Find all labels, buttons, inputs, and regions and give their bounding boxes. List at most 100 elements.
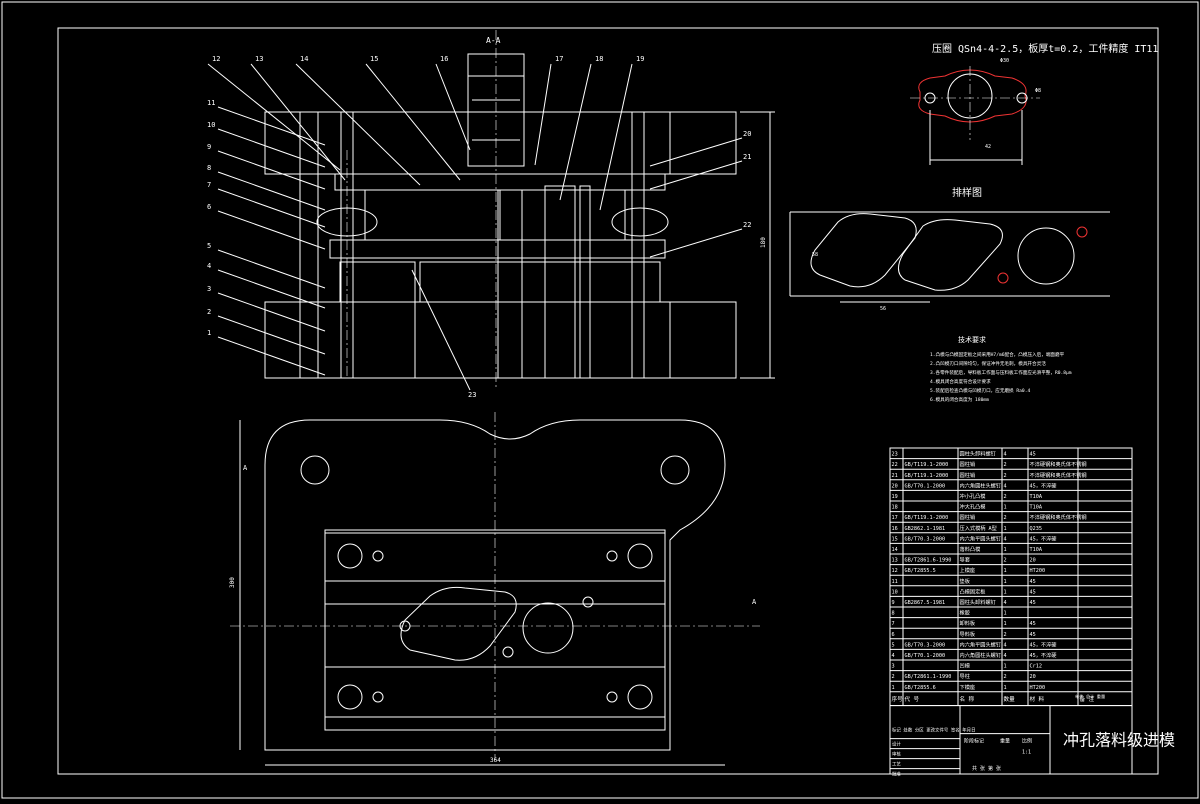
callout-19: 19 xyxy=(636,55,644,63)
dim-plan-width: 364 xyxy=(490,757,501,764)
callout-10: 10 xyxy=(207,121,215,129)
bom-cell-std: GB/T119.1-2000 xyxy=(905,515,949,521)
bom-cell-qty: 1 xyxy=(1004,664,1007,670)
bom-cell-name: 冲小孔凸模 xyxy=(960,492,986,500)
scale-label: 比例 xyxy=(1022,738,1032,745)
bom-cell-no: 11 xyxy=(892,579,898,585)
bom-cell-name: 橡胶 xyxy=(960,609,970,617)
bom-cell-no: 4 xyxy=(892,653,895,659)
bom-cell-name: 上模座 xyxy=(960,566,976,574)
title-block: 标记 处数 分区 更改文件号 签名 年月日设计审核工艺批准阶段标记重量比例1:1… xyxy=(889,705,1175,778)
bom-cell-std: GB/T2855.5 xyxy=(905,568,936,574)
tech-req-title: 技术要求 xyxy=(958,335,986,344)
bom-cell-no: 15 xyxy=(892,536,898,542)
bom-cell-name: 垫板 xyxy=(960,577,971,585)
bom-cell-no: 8 xyxy=(892,611,895,617)
bom-cell-no: 12 xyxy=(892,568,898,574)
bom-cell-no: 21 xyxy=(892,473,898,479)
bom-cell-name: 圆柱头卸料螺钉 xyxy=(960,598,996,606)
inner-frame xyxy=(57,27,1159,775)
bom-cell-qty: 1 xyxy=(1004,579,1007,585)
bom-cell-no: 7 xyxy=(892,621,895,627)
bom-header-qty: 数量 xyxy=(1004,695,1016,703)
dim-section-height: 180 xyxy=(760,237,767,248)
bom-cell-name: 压入式模柄 A型 xyxy=(960,524,997,532)
bom-cell-name: 凸模固定板 xyxy=(960,587,987,595)
callout-22: 22 xyxy=(743,221,751,229)
bom-header-weight: 单件 总计 重量 xyxy=(1075,693,1105,700)
bom-cell-qty: 2 xyxy=(1004,632,1007,638)
bom-cell-name: 导柱 xyxy=(960,672,970,680)
bom-cell-name: 落料凸模 xyxy=(960,545,981,553)
callout-4: 4 xyxy=(207,262,211,270)
title-row-label: 工艺 xyxy=(892,762,901,768)
stage-label: 阶段标记 xyxy=(964,738,984,745)
title-row-label: 批准 xyxy=(892,771,901,778)
bom-cell-qty: 1 xyxy=(1004,589,1007,595)
bom-header-note: 备 注 xyxy=(1080,695,1095,703)
dim-layout-pitch: 56 xyxy=(880,306,886,312)
callout-5: 5 xyxy=(207,242,211,250)
bom-cell-std: GB/T119.1-2000 xyxy=(905,473,949,479)
bom-cell-qty: 1 xyxy=(1004,505,1007,511)
bom-cell-mat: 45，不淬硬 xyxy=(1030,640,1058,648)
callout-23: 23 xyxy=(468,391,476,399)
bom-cell-no: 17 xyxy=(892,515,898,521)
leader-line xyxy=(217,269,326,309)
bom-cell-no: 23 xyxy=(892,452,898,458)
bom-cell-no: 5 xyxy=(892,642,895,648)
leader-line xyxy=(217,171,326,211)
bom-cell-std: GB/T2855.6 xyxy=(905,685,936,691)
section-view: A-A xyxy=(264,30,775,390)
callout-21: 21 xyxy=(743,153,751,161)
bom-cell-std: GB2862.1-1981 xyxy=(905,526,946,532)
tech-req-line: 6.模具的闭合高度为 180mm xyxy=(930,396,989,403)
bom-cell-std: GB/T70.3-2000 xyxy=(905,536,946,542)
bom-cell-mat: 不淬硬钢和奥氏体不锈钢 xyxy=(1030,460,1087,468)
dim-part-dia: Φ30 xyxy=(1000,58,1009,64)
callout-3: 3 xyxy=(207,285,211,293)
leader-line xyxy=(649,137,743,167)
leader-line xyxy=(217,249,326,289)
bom-cell-qty: 4 xyxy=(1004,600,1007,606)
bom-cell-mat: HT200 xyxy=(1030,685,1046,691)
callout-13: 13 xyxy=(255,55,263,63)
bom-cell-mat: Q235 xyxy=(1030,526,1043,532)
bom-cell-std: GB/T119.1-2000 xyxy=(905,462,949,468)
bom-cell-no: 9 xyxy=(892,600,895,606)
dim-part-pitch: 42 xyxy=(985,144,991,150)
callout-12: 12 xyxy=(212,55,220,63)
leader-line xyxy=(649,228,743,258)
bom-cell-std: GB/T70.1-2000 xyxy=(905,483,946,489)
bom-cell-no: 2 xyxy=(892,674,895,680)
sheet-label: 共 张 第 张 xyxy=(972,765,1001,772)
leader-line xyxy=(534,63,552,166)
bom-cell-no: 16 xyxy=(892,526,898,532)
bom-cell-qty: 1 xyxy=(1004,621,1007,627)
tech-req-line: 2.凸凹模刃口间隙均匀，保证冲件无毛刺，模具开合灵活 xyxy=(930,360,1046,367)
callout-20: 20 xyxy=(743,130,751,138)
bom-cell-qty: 2 xyxy=(1004,494,1007,500)
bom-cell-qty: 2 xyxy=(1004,515,1007,521)
leader-line xyxy=(559,63,592,201)
bom-cell-no: 13 xyxy=(892,558,898,564)
callout-1: 1 xyxy=(207,329,211,337)
callout-11: 11 xyxy=(207,99,215,107)
bom-cell-qty: 4 xyxy=(1004,653,1007,659)
bom-cell-name: 圆柱销 xyxy=(960,460,976,468)
callout-15: 15 xyxy=(370,55,378,63)
callout-16: 16 xyxy=(440,55,448,63)
leader-line xyxy=(207,63,341,171)
bom-cell-no: 10 xyxy=(892,589,898,595)
bom-cell-name: 内六角圆柱头螺钉 xyxy=(960,481,1002,489)
callout-17: 17 xyxy=(555,55,563,63)
bom-cell-name: 内六角平圆头螺钉 xyxy=(960,534,1002,542)
bom-cell-mat: 45 xyxy=(1030,621,1036,627)
section-label: A-A xyxy=(486,36,501,45)
bom-cell-qty: 2 xyxy=(1004,473,1007,479)
bom-cell-qty: 1 xyxy=(1004,685,1007,691)
drawing-name: 冲孔落料级进模 xyxy=(1063,731,1175,750)
dim-plan-height: 300 xyxy=(229,577,236,588)
